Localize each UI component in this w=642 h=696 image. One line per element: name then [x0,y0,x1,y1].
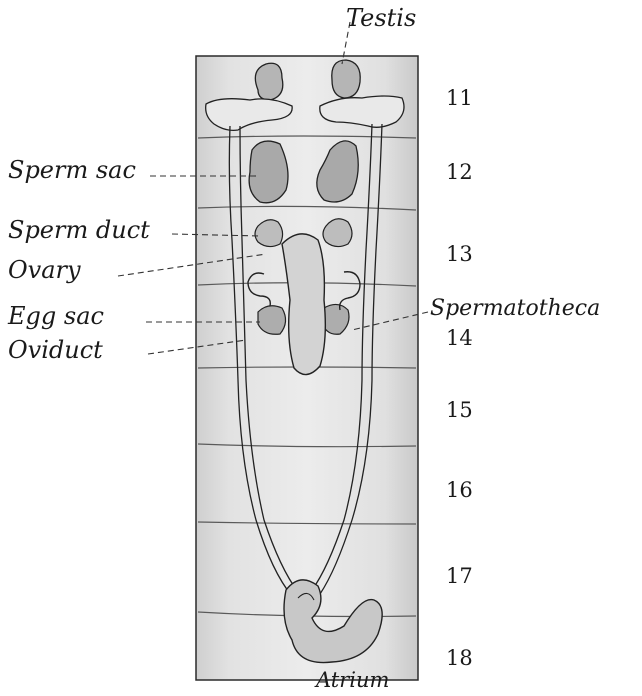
label-sperm-duct: Sperm duct [8,218,150,242]
segment-number: 18 [446,648,473,669]
label-ovary: Ovary [8,258,81,282]
testis-right [332,60,360,98]
sperm-sac-left [249,141,288,203]
segment-number: 12 [446,162,473,183]
label-spermatotheca: Spermatotheca [430,298,600,320]
label-sperm-sac: Sperm sac [8,158,136,182]
egg-sac-right [322,304,349,334]
segment-number: 14 [446,328,473,349]
segment-number: 17 [446,566,473,587]
segment-number: 16 [446,480,473,501]
egg-sac-left [258,306,286,335]
segment-number: 13 [446,244,473,265]
label-atrium: Atrium [316,670,389,691]
label-egg-sac: Egg sac [8,304,104,328]
testis-left [255,63,282,100]
segment-number: 15 [446,400,473,421]
segment-number: 11 [446,88,473,109]
label-testis: Testis [346,6,416,30]
label-oviduct: Oviduct [8,338,103,362]
